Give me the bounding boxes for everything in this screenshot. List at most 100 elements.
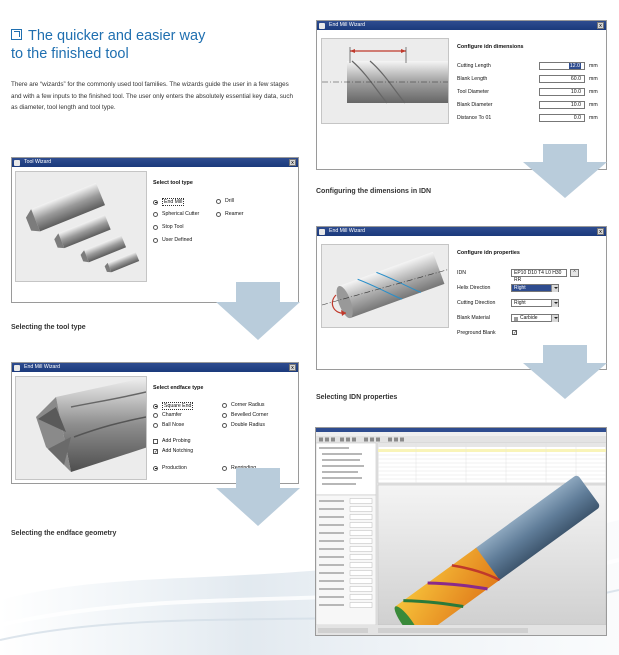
dimension-preview <box>321 38 449 124</box>
idn-input[interactable]: EP10 D10 T4 L0 H30 RR <box>511 269 567 283</box>
radio-icon <box>153 465 158 471</box>
radio-icon <box>153 224 158 230</box>
radio-icon <box>222 465 227 471</box>
dimensions-heading: Configure idn dimensions <box>457 44 524 50</box>
end-mill-tools-illustration <box>25 182 140 273</box>
endface-wizard-body: Select endface type Square End Chamfer B… <box>12 372 298 483</box>
app-icon <box>319 228 325 235</box>
headline-line-2: to the finished tool <box>11 46 129 62</box>
helix-cylinder-illustration <box>322 251 448 319</box>
helix-preview <box>321 244 449 328</box>
tool-diameter-input[interactable]: 10.0 <box>539 88 585 96</box>
blank-diameter-input[interactable]: 10.0 <box>539 101 585 109</box>
radio-icon <box>153 403 158 409</box>
material-swatch-icon <box>514 316 518 321</box>
endface-wizard-title: End Mill Wizard <box>24 364 61 370</box>
blank-length-unit: mm <box>589 76 598 82</box>
cutting-length-illustration <box>322 47 448 104</box>
application-screenshot <box>315 427 607 636</box>
idn-label: IDN <box>457 270 466 276</box>
blank-length-input[interactable]: 60.0 <box>539 75 585 83</box>
preground-checkbox[interactable]: ✓ <box>512 330 518 336</box>
caption-properties: Selecting IDN properties <box>316 394 398 401</box>
caption-dimensions: Configuring the dimensions in IDN <box>316 188 432 195</box>
option-stop-tool[interactable]: Stop Tool <box>153 224 184 230</box>
tool-diameter-label: Tool Diameter <box>457 89 490 95</box>
checkmark-icon: ✓ <box>153 448 159 455</box>
distance-label: Distance To 01 <box>457 115 492 121</box>
close-button[interactable]: x <box>289 364 296 371</box>
cam-application-illustration <box>316 428 606 635</box>
option-square-end[interactable]: Square End <box>153 402 194 410</box>
option-reamer[interactable]: Reamer <box>216 211 243 217</box>
edit-icon: ^ <box>573 270 576 276</box>
tool-types-preview <box>15 171 147 282</box>
idn-edit-button[interactable]: ^ <box>570 269 579 277</box>
option-drill[interactable]: Drill <box>216 198 234 204</box>
down-arrow-icon <box>523 144 607 198</box>
option-ball-nose[interactable]: Ball Nose <box>153 422 184 428</box>
down-arrow-icon <box>216 468 300 526</box>
helix-direction-label: Helix Direction <box>457 285 491 291</box>
checkbox-add-notching[interactable]: ✓Add Notching <box>153 448 194 455</box>
dimensions-wizard-title: End Mill Wizard <box>329 22 366 28</box>
checkbox-add-probing[interactable]: Add Probing <box>153 438 191 444</box>
close-button[interactable]: x <box>597 22 604 29</box>
close-button[interactable]: x <box>597 228 604 235</box>
external-link-icon <box>11 29 22 40</box>
endface-preview <box>15 376 147 480</box>
cutting-direction-select[interactable]: Right <box>511 299 559 307</box>
option-end-mill[interactable]: End Mill <box>153 198 185 206</box>
radio-icon <box>153 211 158 217</box>
properties-wizard-body: Configure idn properties IDN EP10 D10 T4… <box>317 236 606 369</box>
headline-line-1: The quicker and easier way <box>28 28 206 44</box>
app-icon <box>319 22 325 29</box>
tool-wizard-titlebar: Tool Wizard x <box>12 158 298 167</box>
chevron-down-icon <box>551 285 558 292</box>
tool-type-heading: Select tool type <box>153 180 193 186</box>
intro-paragraph: There are “wizards” for the commonly use… <box>11 81 294 112</box>
tool-wizard-body: Select tool type End Mill Spherical Cutt… <box>12 167 298 302</box>
radio-icon <box>222 412 227 418</box>
distance-input[interactable]: 0.0 <box>539 114 585 122</box>
option-double-radius[interactable]: Double Radius <box>222 422 265 428</box>
down-arrow-icon <box>216 282 300 340</box>
radio-icon <box>153 422 158 428</box>
option-bevelled-corner[interactable]: Bevelled Corner <box>222 412 268 418</box>
checkmark-icon: ✓ <box>513 330 518 336</box>
radio-icon <box>153 199 158 205</box>
option-user-defined[interactable]: User Defined <box>153 237 192 243</box>
down-arrow-icon <box>523 345 607 399</box>
close-button[interactable]: x <box>289 159 296 166</box>
option-production[interactable]: Production <box>153 465 187 471</box>
blank-material-select[interactable]: Carbide <box>511 314 559 322</box>
blank-diameter-unit: mm <box>589 102 598 108</box>
helix-direction-select[interactable]: Right <box>511 284 559 292</box>
caption-endface: Selecting the endface geometry <box>11 530 117 537</box>
chevron-down-icon <box>551 300 558 307</box>
endface-heading: Select endface type <box>153 385 204 391</box>
option-spherical-cutter[interactable]: Spherical Cutter <box>153 211 199 217</box>
properties-heading: Configure idn properties <box>457 250 520 256</box>
checkbox-icon <box>153 438 158 444</box>
option-chamfer[interactable]: Chamfer <box>153 412 182 418</box>
cutting-length-label: Cutting Length <box>457 63 491 69</box>
headline: The quicker and easier way to the finish… <box>11 27 301 63</box>
cutting-length-unit: mm <box>589 63 598 69</box>
app-icon <box>14 159 20 166</box>
cutting-length-input[interactable]: 12.0 <box>539 62 585 70</box>
properties-wizard-window: End Mill Wizard x Configure idn properti… <box>316 226 607 370</box>
blank-length-label: Blank Length <box>457 76 488 82</box>
blank-diameter-label: Blank Diameter <box>457 102 493 108</box>
radio-icon <box>216 198 221 204</box>
option-corner-radius[interactable]: Corner Radius <box>222 402 264 408</box>
endface-wizard-titlebar: End Mill Wizard x <box>12 363 298 372</box>
radio-icon <box>222 422 227 428</box>
tool-wizard-title: Tool Wizard <box>24 159 52 165</box>
cutting-direction-label: Cutting Direction <box>457 300 496 306</box>
blank-material-label: Blank Material <box>457 315 490 321</box>
end-mill-tip-illustration <box>36 377 146 472</box>
dimensions-wizard-titlebar: End Mill Wizard x <box>317 21 606 30</box>
radio-icon <box>216 211 221 217</box>
app-icon <box>14 364 20 371</box>
